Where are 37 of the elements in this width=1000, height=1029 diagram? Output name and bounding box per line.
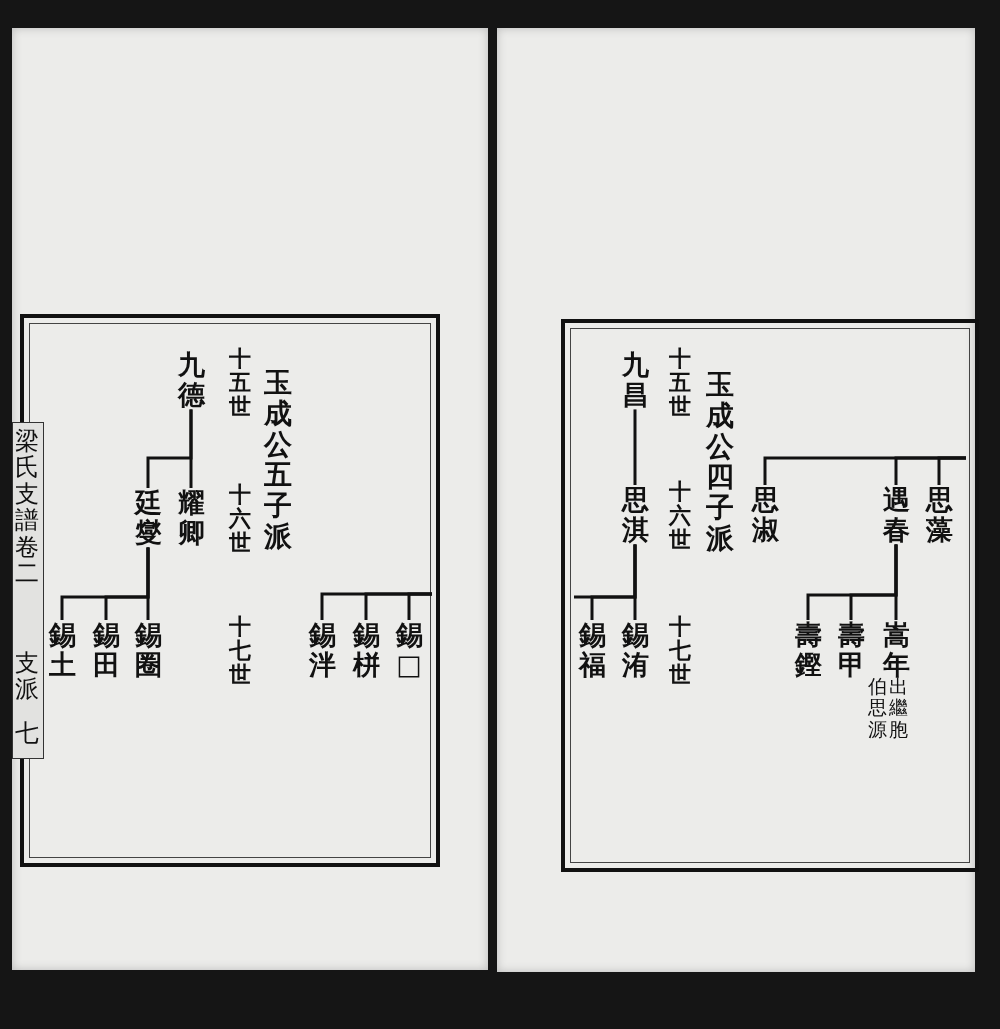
generation-label: 十七世 [669, 614, 691, 687]
person-name: 錫田 [92, 620, 120, 680]
lineage-line [146, 409, 193, 488]
branch-title: 玉成公四子派 [706, 370, 734, 555]
margin-title: 七 [15, 720, 39, 747]
generation-label: 十六世 [669, 479, 691, 552]
person-name: 思淇 [621, 485, 649, 545]
generation-label: 十六世 [229, 482, 251, 555]
margin-title: 梁氏支譜卷二 [15, 428, 39, 587]
person-name: 思淑 [751, 485, 779, 545]
person-name: 九昌 [621, 350, 649, 410]
person-name: 錫圈 [134, 620, 162, 680]
person-name: 錫泮 [308, 620, 336, 680]
person-name: 錫福 [578, 620, 606, 680]
person-name: 壽甲 [837, 620, 865, 680]
lineage-line [633, 409, 637, 485]
person-name: 九德 [177, 350, 205, 410]
person-name: 錫□ [395, 620, 423, 680]
person-name: 廷燮 [134, 488, 162, 548]
person-name: 遇春 [882, 485, 910, 545]
lineage-line [806, 544, 898, 620]
person-name: 錫洧 [621, 620, 649, 680]
adoption-note: 出繼胞伯思源 [868, 676, 908, 740]
generation-label: 十五世 [229, 346, 251, 419]
person-name: 錫栟 [352, 620, 380, 680]
person-name: 錫土 [48, 620, 76, 680]
person-name: 耀卿 [177, 488, 205, 548]
branch-title: 玉成公五子派 [264, 368, 292, 553]
lineage-line [763, 456, 966, 485]
lineage-line [320, 592, 432, 620]
lineage-line [574, 544, 637, 599]
lineage-line [60, 547, 150, 620]
person-name: 思藻 [925, 485, 953, 545]
generation-label: 十五世 [669, 346, 691, 419]
person-name: 壽鏗 [794, 620, 822, 680]
generation-label: 十七世 [229, 614, 251, 687]
margin-title: 支派 [15, 650, 39, 703]
